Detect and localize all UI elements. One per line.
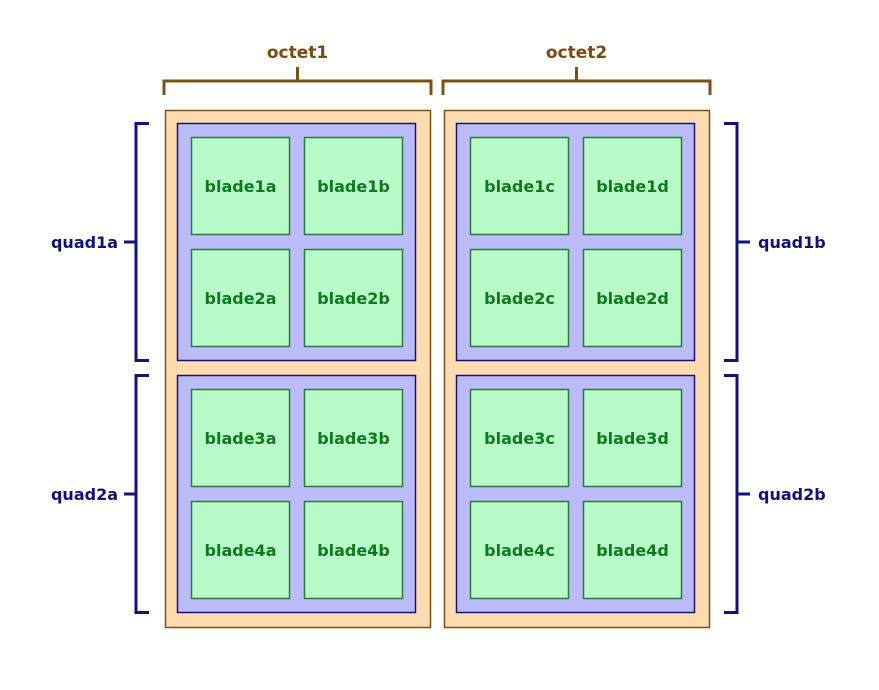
blade-label: blade3c	[484, 429, 555, 448]
blade-box-blade4d	[582, 500, 683, 600]
blade-label: blade1d	[596, 177, 669, 196]
blade-box-blade2d	[582, 248, 683, 348]
blade-box-blade4c	[469, 500, 570, 600]
blade-label: blade4a	[205, 541, 277, 560]
blade-box-blade4a	[190, 500, 291, 600]
quad-label: quad2b	[758, 485, 826, 504]
octet-label: octet1	[267, 43, 328, 63]
blade-label: blade2c	[484, 289, 555, 308]
quad-bracket	[724, 374, 750, 614]
blade-label: blade4b	[317, 541, 390, 560]
blade-label: blade3d	[596, 429, 669, 448]
blade-box-blade1b	[303, 136, 404, 236]
octet-bracket	[441, 67, 712, 95]
blade-label: blade2b	[317, 289, 390, 308]
blade-box-blade2b	[303, 248, 404, 348]
quad-label: quad1a	[51, 233, 118, 252]
blade-box-blade4b	[303, 500, 404, 600]
blade-box-blade2a	[190, 248, 291, 348]
blade-label: blade1a	[205, 177, 277, 196]
blade-label: blade1b	[317, 177, 390, 196]
blade-box-blade3a	[190, 388, 291, 488]
blade-box-blade2c	[469, 248, 570, 348]
blade-label: blade3b	[317, 429, 390, 448]
blade-box-blade3b	[303, 388, 404, 488]
octet-label: octet2	[546, 43, 607, 63]
quad-label: quad1b	[758, 233, 826, 252]
blade-label: blade2a	[205, 289, 277, 308]
quad-bracket	[124, 122, 149, 362]
blade-box-blade1d	[582, 136, 683, 236]
octet-bracket	[162, 67, 433, 95]
quad-bracket	[724, 122, 750, 362]
quad-label: quad2a	[51, 485, 118, 504]
blade-label: blade1c	[484, 177, 555, 196]
blade-label: blade4c	[484, 541, 555, 560]
blade-label: blade2d	[596, 289, 669, 308]
blade-label: blade3a	[205, 429, 277, 448]
blade-label: blade4d	[596, 541, 669, 560]
blade-box-blade3d	[582, 388, 683, 488]
blade-box-blade3c	[469, 388, 570, 488]
quad-bracket	[124, 374, 149, 614]
blade-box-blade1a	[190, 136, 291, 236]
blade-box-blade1c	[469, 136, 570, 236]
